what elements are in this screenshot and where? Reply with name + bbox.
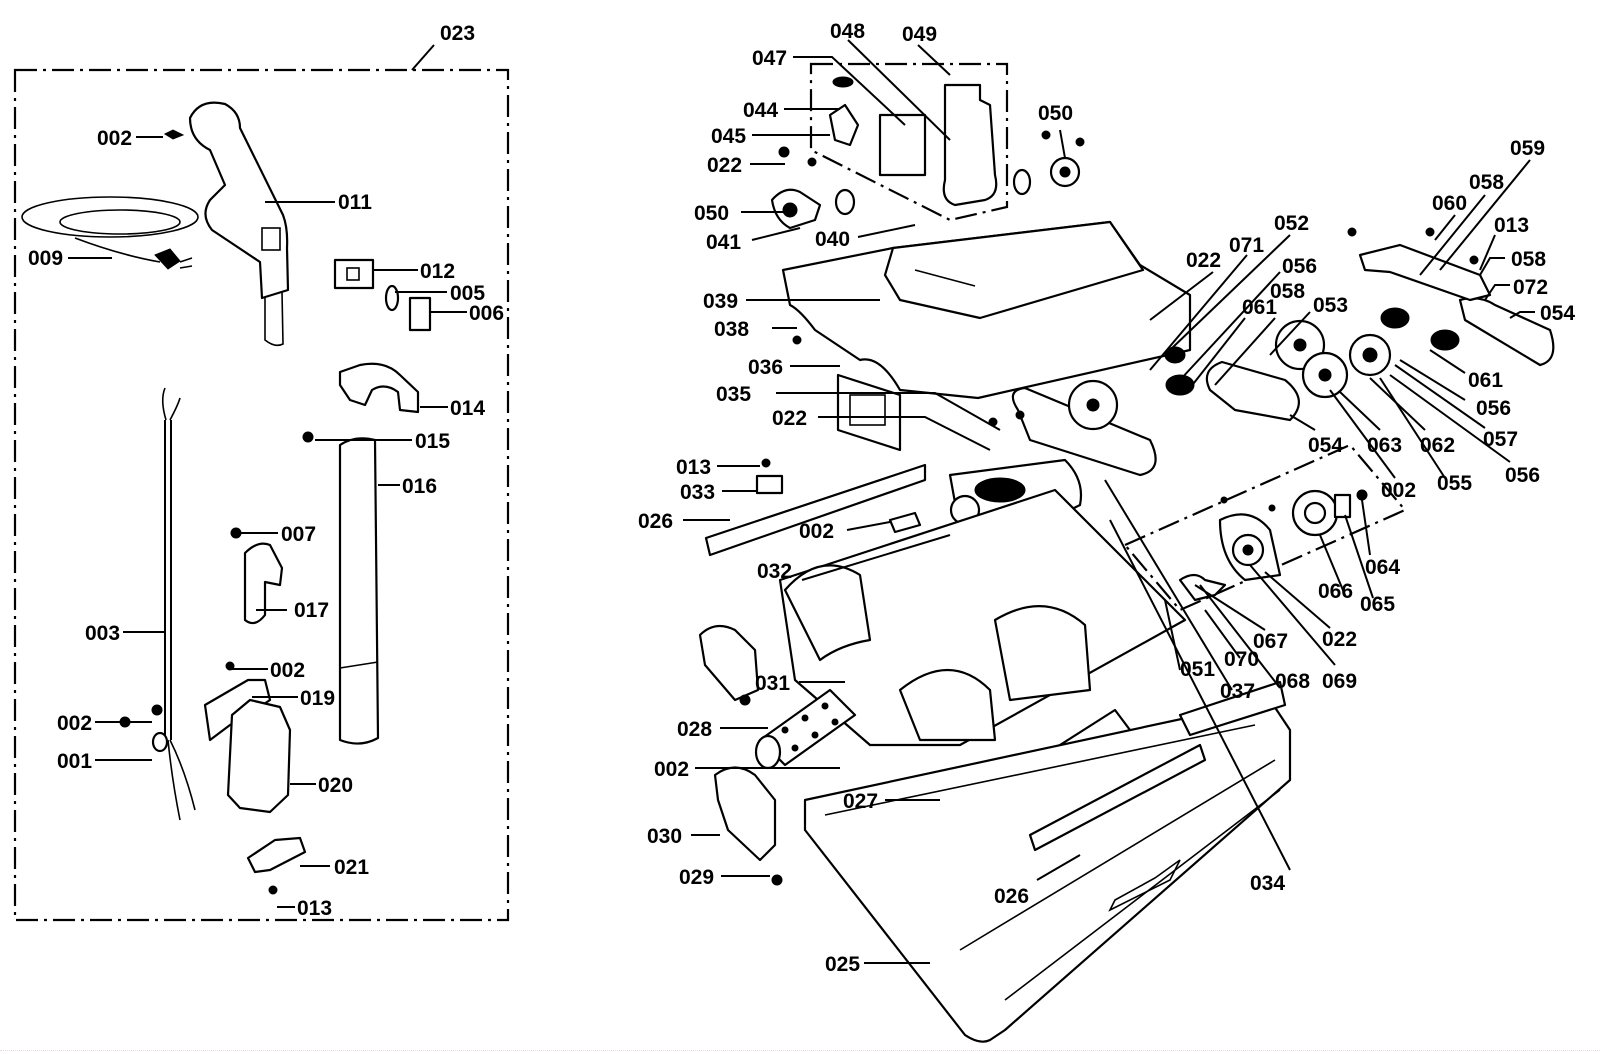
callout-027: 027 — [843, 790, 878, 813]
callout-021: 021 — [334, 856, 369, 879]
callout-044: 044 — [743, 99, 778, 122]
callout-014: 014 — [450, 397, 485, 420]
callout-036: 036 — [748, 356, 783, 379]
callout-058: 058 — [1469, 171, 1504, 194]
callout-039: 039 — [703, 290, 738, 313]
callout-022: 022 — [707, 154, 742, 177]
callout-041: 041 — [706, 231, 741, 254]
callout-002: 002 — [97, 127, 132, 150]
callout-057: 057 — [1483, 428, 1518, 451]
callout-030: 030 — [647, 825, 682, 848]
handle-grip — [188, 101, 290, 300]
callout-013: 013 — [676, 456, 711, 479]
callout-037: 037 — [1220, 680, 1255, 703]
callout-040: 040 — [815, 228, 850, 251]
callout-060: 060 — [1432, 192, 1467, 215]
base-housing — [778, 488, 1187, 747]
callout-047: 047 — [752, 47, 787, 70]
callout-064: 064 — [1365, 556, 1400, 579]
callout-017: 017 — [294, 599, 329, 622]
callout-062: 062 — [1420, 434, 1455, 457]
callout-020: 020 — [318, 774, 353, 797]
callout-028: 028 — [677, 718, 712, 741]
callout-005: 005 — [450, 282, 485, 305]
callout-056: 056 — [1476, 397, 1511, 420]
callout-023: 023 — [440, 22, 475, 45]
group-boundary-023 — [13, 68, 510, 922]
callout-038: 038 — [714, 318, 749, 341]
callout-019: 019 — [300, 687, 335, 710]
callout-031: 031 — [755, 672, 790, 695]
callout-022: 022 — [1322, 628, 1357, 651]
callout-022: 022 — [1186, 249, 1221, 272]
callout-054: 054 — [1308, 434, 1343, 457]
callout-070: 070 — [1224, 648, 1259, 671]
callout-015: 015 — [415, 430, 450, 453]
callout-072: 072 — [1513, 276, 1548, 299]
callout-069: 069 — [1322, 670, 1357, 693]
callout-013: 013 — [1494, 214, 1529, 237]
callout-011: 011 — [338, 191, 372, 214]
callout-035: 035 — [716, 383, 751, 406]
callout-063: 063 — [1367, 434, 1402, 457]
callout-007: 007 — [281, 523, 316, 546]
callout-058: 058 — [1511, 248, 1546, 271]
callout-034: 034 — [1250, 872, 1285, 895]
callout-059: 059 — [1510, 137, 1545, 160]
callout-022: 022 — [772, 407, 807, 430]
callout-054: 054 — [1540, 302, 1575, 325]
callout-056: 056 — [1505, 464, 1540, 487]
callout-053: 053 — [1313, 294, 1348, 317]
callout-058: 058 — [1270, 280, 1305, 303]
callout-001: 001 — [57, 750, 92, 773]
lower-tube — [338, 437, 380, 745]
callout-016: 016 — [402, 475, 437, 498]
callout-006: 006 — [469, 302, 504, 325]
callout-056: 056 — [1282, 255, 1317, 278]
callout-061: 061 — [1242, 296, 1277, 319]
callout-002: 002 — [654, 758, 689, 781]
callout-049: 049 — [902, 23, 937, 46]
callout-033: 033 — [680, 481, 715, 504]
callout-051: 051 — [1180, 658, 1215, 681]
callout-003: 003 — [85, 622, 120, 645]
callout-068: 068 — [1275, 670, 1310, 693]
callout-009: 009 — [28, 247, 63, 270]
callout-002: 002 — [1381, 479, 1416, 502]
base-assembly — [683, 39, 1555, 1043]
callout-071: 071 — [1229, 234, 1264, 257]
callout-052: 052 — [1274, 212, 1309, 235]
callout-002: 002 — [57, 712, 92, 735]
callout-050: 050 — [694, 202, 729, 225]
callout-026: 026 — [994, 885, 1029, 908]
callout-029: 029 — [679, 866, 714, 889]
callout-048: 048 — [830, 20, 865, 43]
callout-026: 026 — [638, 510, 673, 533]
callout-055: 055 — [1437, 472, 1472, 495]
callout-013: 013 — [297, 897, 332, 920]
callout-045: 045 — [711, 125, 746, 148]
callout-025: 025 — [825, 953, 860, 976]
callout-002: 002 — [799, 520, 834, 543]
group-boundary-054 — [1123, 443, 1407, 612]
bottom-plate — [803, 698, 1292, 1043]
page-bottom-rule — [0, 1050, 1600, 1052]
handle-assembly-group — [13, 44, 510, 922]
callout-labels: 023 002 011 009 012 005 006 014 015 016 … — [28, 20, 1575, 976]
callout-067: 067 — [1253, 630, 1288, 653]
callout-032: 032 — [757, 560, 792, 583]
callout-065: 065 — [1360, 593, 1395, 616]
callout-002: 002 — [270, 659, 305, 682]
callout-061: 061 — [1468, 369, 1503, 392]
callout-066: 066 — [1318, 580, 1353, 603]
callout-050: 050 — [1038, 102, 1073, 125]
callout-012: 012 — [420, 260, 455, 283]
